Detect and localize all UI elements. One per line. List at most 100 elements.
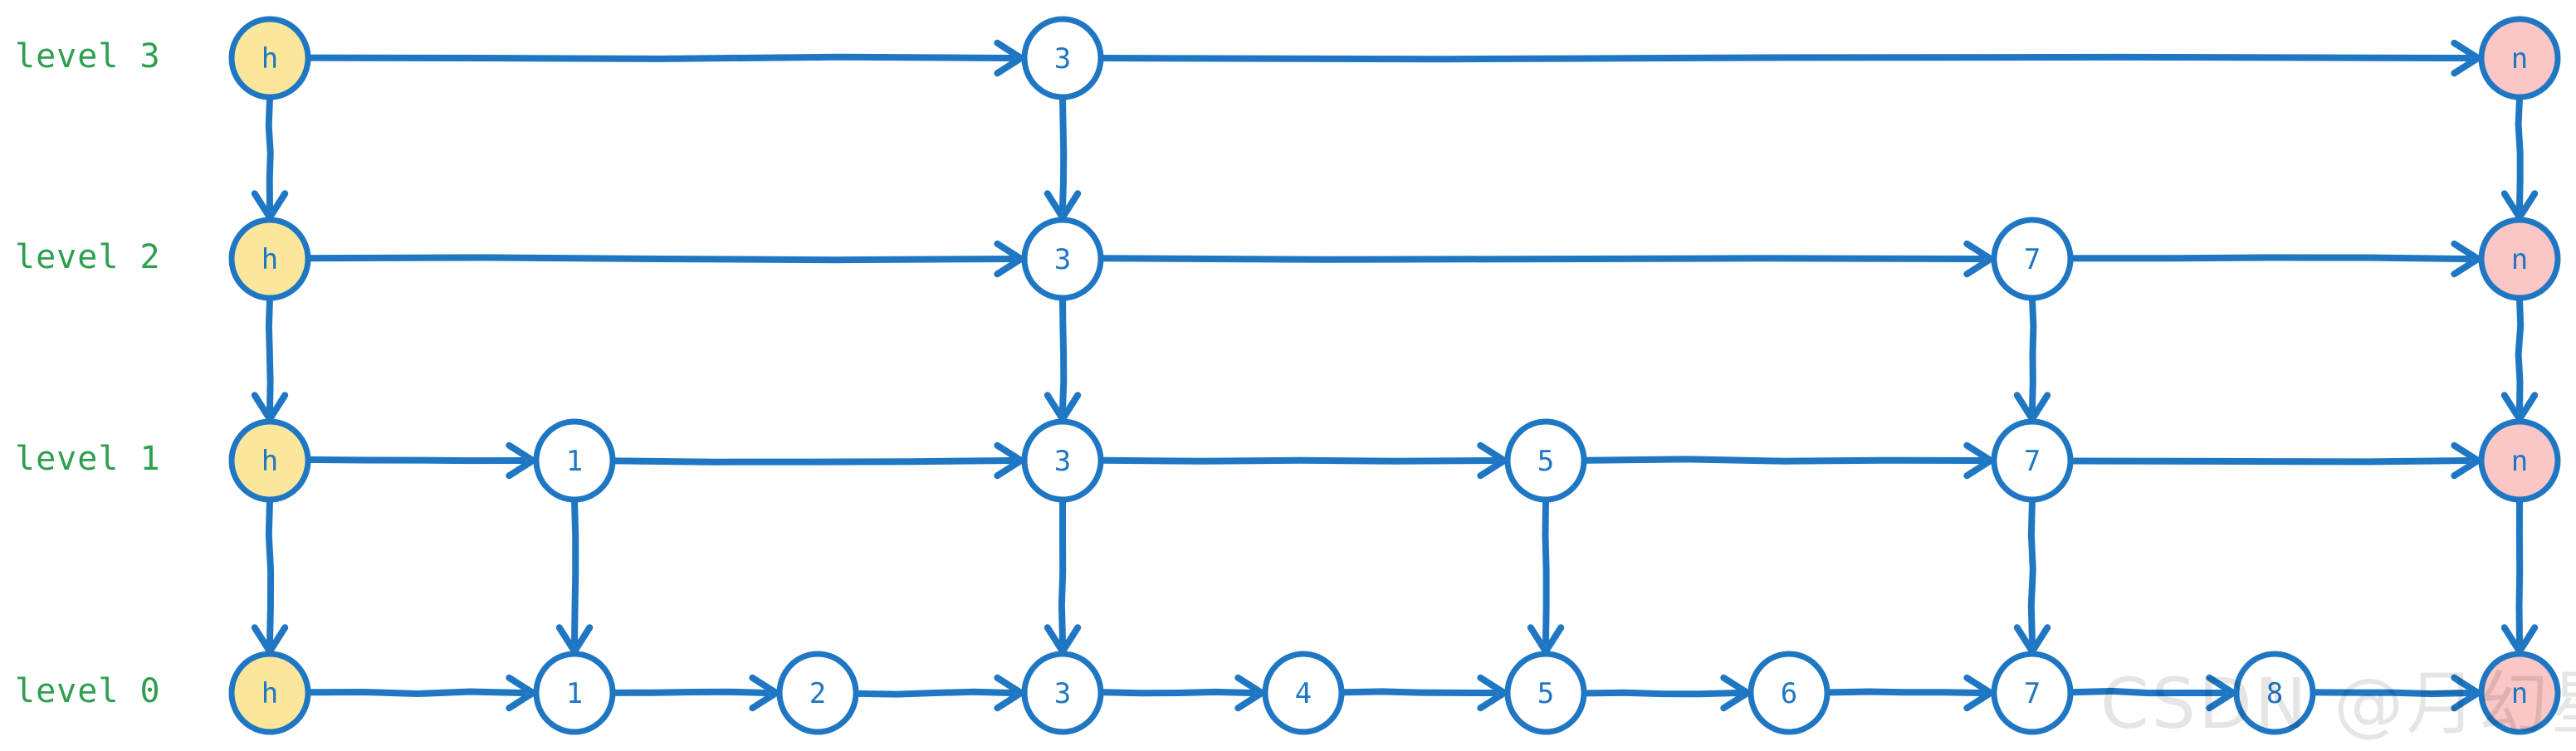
edge-level-1-3-to-5 xyxy=(1104,446,1504,475)
node-level-2-3[interactable]: 3 xyxy=(1024,220,1101,298)
down-link-5 xyxy=(1048,500,1078,651)
node-level-1-h[interactable]: h xyxy=(232,422,308,500)
node-level-0-h[interactable]: h xyxy=(232,654,308,732)
down-link-2 xyxy=(255,500,285,651)
edge-level-1-1-to-3 xyxy=(616,446,1021,475)
down-link-line xyxy=(269,500,271,641)
node-level-3-n[interactable]: n xyxy=(2481,19,2558,97)
edge-level-0-5-to-6 xyxy=(1587,678,1747,708)
edge-level-0-4-to-5 xyxy=(1345,678,1504,708)
node-level-1-n[interactable]: n xyxy=(2481,422,2558,500)
node-level-0-7[interactable]: 7 xyxy=(1994,654,2070,732)
edge-level-3-h-to-3 xyxy=(311,43,1021,73)
down-link-line xyxy=(2031,500,2033,641)
down-link-line xyxy=(2519,299,2521,409)
down-link-7 xyxy=(2017,500,2047,651)
edge-line xyxy=(311,692,523,695)
edge-line xyxy=(1587,693,1738,695)
node-label: 4 xyxy=(1295,677,1312,710)
edge-line xyxy=(1831,692,1981,694)
edge-level-0-6-to-7 xyxy=(1831,678,1991,708)
down-link-line xyxy=(269,98,271,207)
node-label: 5 xyxy=(1537,677,1554,710)
down-link-line xyxy=(269,299,271,409)
edge-line xyxy=(2074,257,2468,259)
nodes-layer: h3nh37nh1357nh12345678n xyxy=(232,19,2558,732)
level-label-level-2: level 2 xyxy=(15,238,161,276)
node-label: n xyxy=(2511,445,2528,478)
edge-line xyxy=(311,257,1011,260)
node-level-2-7[interactable]: 7 xyxy=(1994,220,2070,298)
node-level-0-1[interactable]: 1 xyxy=(536,654,613,732)
edge-line xyxy=(1104,258,1981,260)
node-level-0-4[interactable]: 4 xyxy=(1265,654,1342,732)
down-link-line xyxy=(1546,500,1547,641)
node-label: 3 xyxy=(1054,243,1071,276)
down-link-11 xyxy=(2505,299,2534,419)
edge-line xyxy=(1104,57,2468,59)
edge-line xyxy=(311,57,1011,59)
edge-level-2-3-to-7 xyxy=(1104,244,1991,274)
down-link-1 xyxy=(255,299,285,419)
edge-line xyxy=(1345,691,1494,693)
node-label: n xyxy=(2511,243,2528,276)
node-level-0-5[interactable]: 5 xyxy=(1508,654,1584,732)
edge-level-1-h-to-1 xyxy=(311,446,533,475)
node-level-3-3[interactable]: 3 xyxy=(1024,19,1101,97)
down-link-4 xyxy=(1048,299,1078,419)
node-level-2-n[interactable]: n xyxy=(2481,220,2558,298)
edge-line xyxy=(1587,459,1981,461)
edge-level-0-2-to-3 xyxy=(859,678,1021,708)
node-level-0-3[interactable]: 3 xyxy=(1024,654,1101,732)
node-label: 3 xyxy=(1054,42,1071,76)
edge-level-2-h-to-3 xyxy=(311,244,1021,274)
node-level-0-2[interactable]: 2 xyxy=(780,654,856,732)
node-label: 2 xyxy=(809,677,826,710)
node-level-0-6[interactable]: 6 xyxy=(1751,654,1827,732)
down-link-line xyxy=(574,500,575,641)
edge-level-3-3-to-n xyxy=(1104,43,2478,73)
node-label: 6 xyxy=(1781,677,1797,710)
node-level-3-h[interactable]: h xyxy=(232,19,308,97)
level-label-level-3: level 3 xyxy=(15,37,161,76)
node-level-1-3[interactable]: 3 xyxy=(1024,422,1101,500)
node-label: h xyxy=(262,243,278,276)
edge-line xyxy=(1104,692,1252,693)
edge-level-0-1-to-2 xyxy=(616,678,776,708)
down-link-line xyxy=(1062,500,1063,641)
down-link-6 xyxy=(2017,299,2047,419)
down-link-12 xyxy=(2505,500,2534,651)
watermark-layer: CSDN @月幻星影 xyxy=(2100,663,2576,744)
node-label: h xyxy=(262,677,278,710)
edge-level-1-5-to-7 xyxy=(1587,446,1991,475)
node-level-2-h[interactable]: h xyxy=(232,220,308,298)
down-link-0 xyxy=(255,98,285,217)
node-level-1-7[interactable]: 7 xyxy=(1994,422,2070,500)
down-link-line xyxy=(2519,98,2520,207)
edge-line xyxy=(616,692,766,693)
node-label: n xyxy=(2511,42,2528,76)
edge-level-0-h-to-1 xyxy=(311,678,533,708)
down-link-3 xyxy=(1048,98,1078,217)
node-label: 7 xyxy=(2024,677,2041,710)
level-label-level-0: level 0 xyxy=(15,672,161,710)
node-label: 5 xyxy=(1537,445,1554,478)
edge-level-0-3-to-4 xyxy=(1104,678,1262,708)
down-link-8 xyxy=(1531,500,1561,651)
node-label: 1 xyxy=(566,677,583,710)
node-level-1-5[interactable]: 5 xyxy=(1508,422,1584,500)
level-label-level-1: level 1 xyxy=(15,440,161,478)
watermark-label: CSDN @月幻星影 xyxy=(2100,663,2576,744)
edges-layer xyxy=(255,43,2534,708)
node-level-1-1[interactable]: 1 xyxy=(536,422,613,500)
node-label: 7 xyxy=(2024,243,2041,276)
level-labels-layer: level 3 level 2 level 1 level 0 xyxy=(15,37,161,710)
node-label: h xyxy=(262,42,278,76)
down-link-9 xyxy=(560,500,589,651)
node-label: 1 xyxy=(566,445,583,478)
edge-level-1-7-to-n xyxy=(2074,446,2478,475)
node-label: 3 xyxy=(1054,445,1071,478)
down-link-line xyxy=(2032,299,2033,409)
